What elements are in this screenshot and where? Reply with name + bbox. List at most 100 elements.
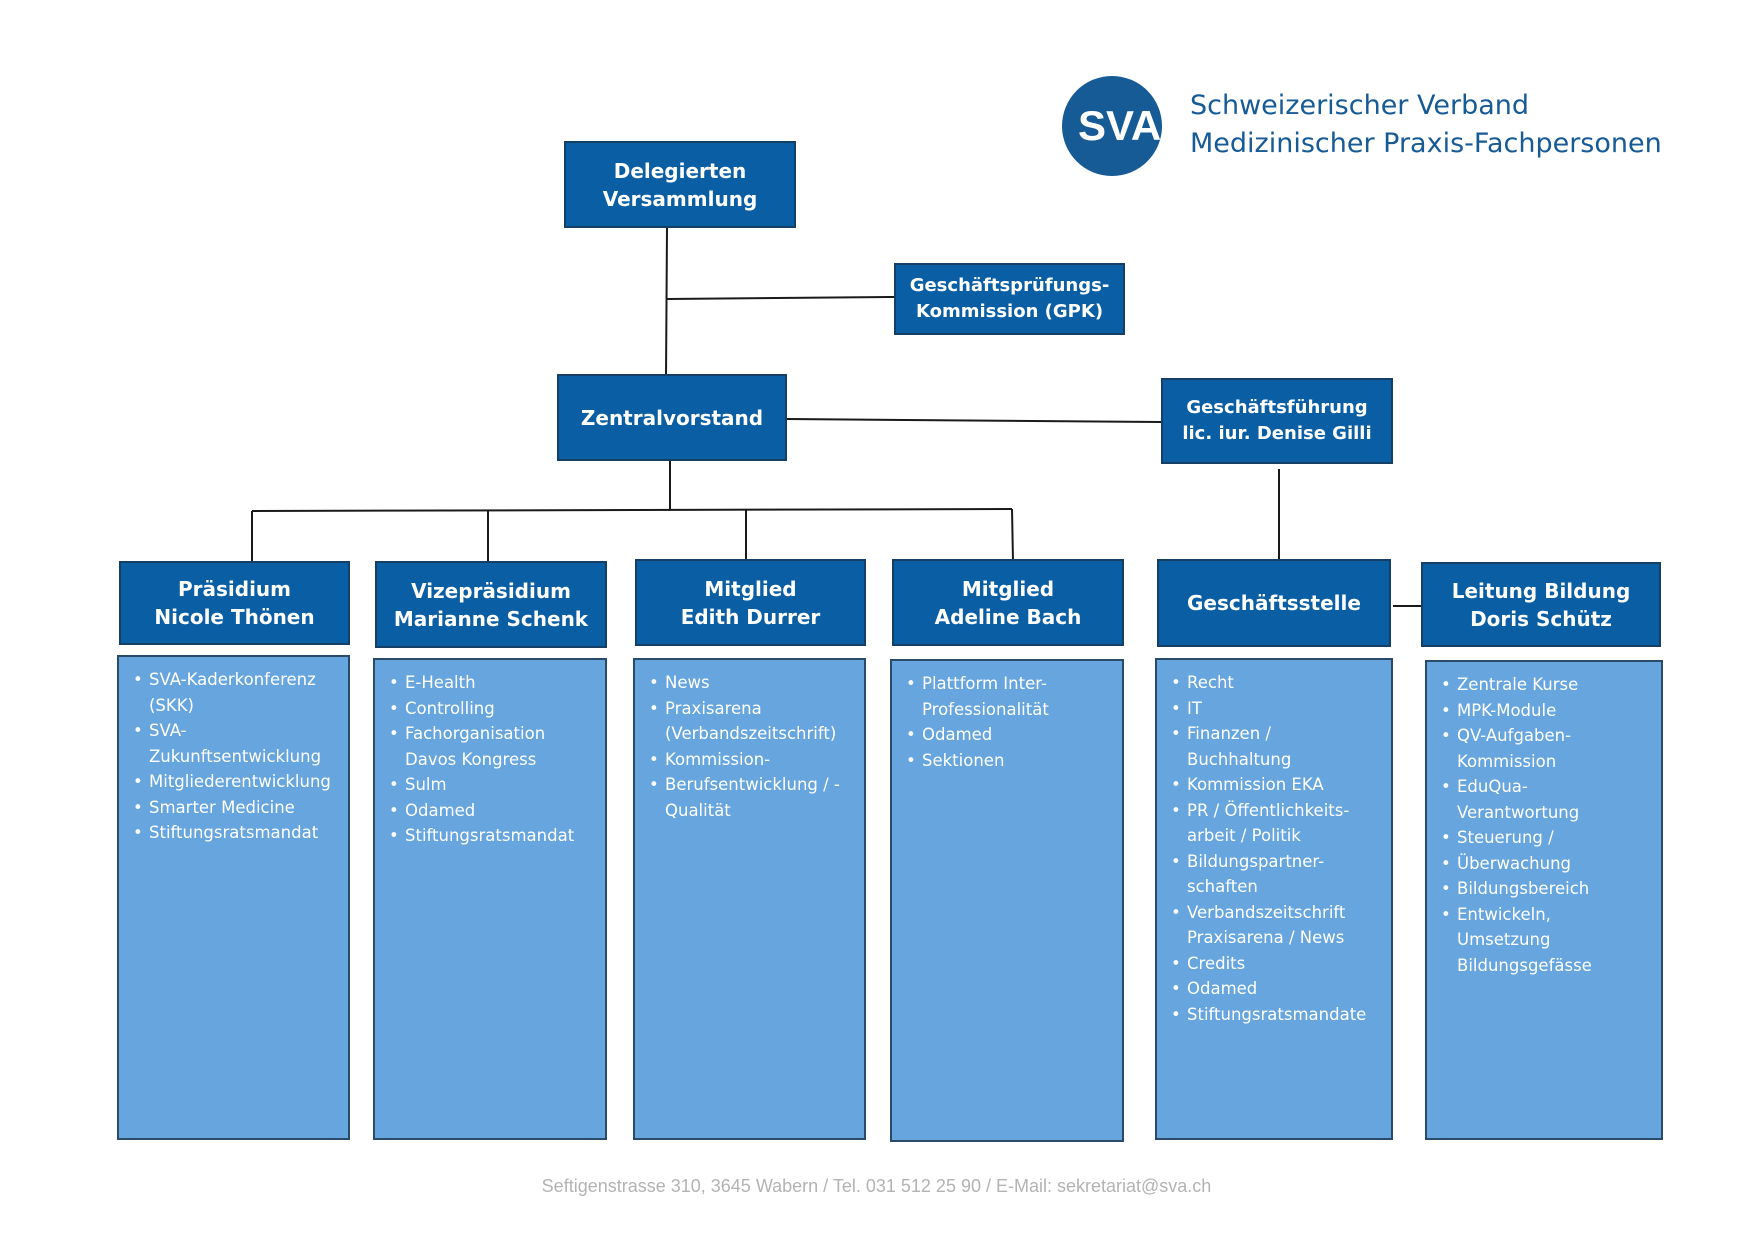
list-item-line: Buchhaltung	[1187, 749, 1292, 769]
list-item-line: Davos Kongress	[405, 749, 537, 769]
list-item-line: schaften	[1187, 877, 1258, 896]
node-praesidium: Präsidium Nicole Thönen	[119, 561, 350, 645]
list-item: Recht	[1171, 670, 1385, 696]
list-item-line: Verbandszeitschrift	[1187, 902, 1346, 922]
list-item: Berufsentwicklung / -Qualität	[649, 772, 858, 823]
list-item-line: Qualität	[665, 800, 731, 820]
list-item-line: Credits	[1187, 953, 1246, 973]
list-item: Controlling	[389, 696, 599, 722]
list-item-line: Stiftungsratsmandat	[405, 826, 575, 845]
list-item: Stiftungsratsmandat	[133, 820, 342, 846]
list-item-line: Odamed	[405, 800, 476, 820]
list-item: News	[649, 670, 858, 696]
list-item-line: E-Health	[405, 673, 476, 692]
list-item: Praxisarena (Verbandszeitschrift)	[649, 696, 858, 747]
list-item-line: Controlling	[405, 698, 495, 718]
list-item: Finanzen / Buchhaltung	[1171, 721, 1385, 772]
list-item-line: Stiftungsratsmandat	[149, 823, 319, 842]
node-mitglied-adeline-bach: Mitglied Adeline Bach	[892, 559, 1124, 646]
list-item: Sulm	[389, 772, 599, 798]
list-item-line: MPK-Module	[1457, 700, 1557, 720]
node-line: Edith Durrer	[680, 604, 821, 629]
list-item-line: Bildungsbereich	[1457, 879, 1590, 898]
node-mitglied-edith-durrer: Mitglied Edith Durrer	[635, 559, 866, 646]
node-line: Doris Schütz	[1470, 606, 1612, 631]
list-item: MPK-Module	[1441, 698, 1655, 724]
list-item-line: Plattform Inter-	[922, 674, 1047, 693]
node-line: Geschäftsprüfungs-	[909, 275, 1110, 296]
list-item: E-Health	[389, 670, 599, 696]
list-item-line: Odamed	[922, 725, 993, 744]
list-item: PR / Öffentlichkeits-arbeit / Politik	[1171, 798, 1385, 849]
list-item-line: SVA-Kaderkonferenz	[149, 670, 316, 689]
list-item: Smarter Medicine	[133, 795, 342, 821]
list-item-line: Bildungspartner-	[1187, 851, 1325, 871]
node-leitung-bildung: Leitung Bildung Doris Schütz	[1421, 562, 1661, 647]
task-list: E-Health Controlling FachorganisationDav…	[389, 670, 599, 849]
node-line: Präsidium	[177, 577, 292, 601]
list-item-line: Bildungsgefässe	[1457, 955, 1592, 975]
panel-praesidium: SVA-Kaderkonferenz(SKK) SVA-Zukunftsentw…	[117, 655, 350, 1140]
node-delegierten-versammlung: Delegierten Versammlung	[564, 141, 796, 228]
list-item: Mitgliederentwicklung	[133, 769, 342, 795]
list-item: Zentrale Kurse	[1441, 672, 1655, 698]
task-list: Zentrale Kurse MPK-Module QV-Aufgaben-Ko…	[1441, 672, 1655, 978]
list-item-line: Zukunftsentwicklung	[149, 746, 322, 766]
sva-logo-icon: SVA	[1062, 76, 1162, 176]
list-item-line: Mitgliederentwicklung	[149, 772, 331, 791]
list-item-line: (Verbandszeitschrift)	[665, 724, 837, 743]
list-item: SVA- Zukunftsentwicklung	[133, 718, 342, 769]
list-item-line: Stiftungsratsmandate	[1187, 1004, 1367, 1024]
list-item-line: Praxisarena / News	[1187, 928, 1345, 947]
list-item-line: Finanzen /	[1187, 724, 1271, 743]
node-geschaeftsstelle: Geschäftsstelle	[1157, 559, 1391, 647]
list-item: Plattform Inter- Professionalität	[906, 671, 1116, 722]
node-line: Adeline Bach	[934, 604, 1082, 629]
task-list: Recht IT Finanzen /Buchhaltung Kommissio…	[1171, 670, 1385, 1027]
connector-delegierten-zentralvorstand	[665, 227, 668, 379]
list-item-line: Sulm	[405, 775, 447, 794]
list-item-line: Kommission EKA	[1187, 775, 1324, 794]
node-line: Delegierten	[613, 158, 747, 183]
list-item: Kommission EKA	[1171, 772, 1385, 798]
list-item-line: arbeit / Politik	[1187, 826, 1301, 845]
node-line: Marianne Schenk	[393, 606, 589, 631]
list-item: Credits	[1171, 951, 1385, 977]
footer-contact: Seftigenstrasse 310, 3645 Wabern / Tel. …	[541, 1176, 1212, 1196]
node-line: Mitglied	[704, 576, 797, 601]
list-item-line: SVA-	[149, 721, 187, 740]
connector-mitglied-bach	[1011, 508, 1014, 562]
list-item: Stiftungsratsmandate	[1171, 1002, 1385, 1028]
list-item-line: Entwickeln,	[1457, 904, 1551, 924]
panel-geschaeftsstelle: Recht IT Finanzen /Buchhaltung Kommissio…	[1155, 658, 1393, 1140]
list-item-line: Verantwortung	[1457, 802, 1580, 822]
list-item: Bildungspartner-schaften	[1171, 849, 1385, 900]
connector-gpk	[666, 296, 895, 300]
list-item: EduQua-Verantwortung	[1441, 774, 1655, 825]
brand-name-line1: Schweizerischer Verband	[1190, 90, 1530, 121]
task-list: SVA-Kaderkonferenz(SKK) SVA-Zukunftsentw…	[133, 667, 342, 846]
task-list: News Praxisarena(Verbandszeitschrift) Ko…	[649, 670, 858, 823]
node-line: Geschäftsführung	[1186, 397, 1368, 418]
list-item-line: Recht	[1187, 673, 1234, 692]
connector-horizontal-bus	[251, 508, 1013, 512]
node-geschaeftsfuehrung: Geschäftsführung lic. iur. Denise Gilli	[1161, 378, 1393, 464]
node-line: Vizepräsidium	[411, 578, 571, 603]
list-item-line: Steuerung /	[1457, 828, 1554, 847]
list-item: Überwachung	[1441, 851, 1655, 877]
logo-text: SVA	[1078, 102, 1161, 149]
list-item-line: Professionalität	[922, 699, 1049, 719]
node-line: lic. iur. Denise Gilli	[1182, 423, 1372, 444]
node-line: Mitglied	[961, 576, 1055, 601]
brand-name-line2: Medizinischer Praxis-Fachpersonen	[1190, 128, 1662, 159]
list-item: QV-Aufgaben-Kommission	[1441, 723, 1655, 774]
connector-zentralvorstand-geschaeftsfuehrung	[786, 418, 1164, 423]
list-item-line: Praxisarena	[665, 698, 762, 718]
node-line: Geschäftsstelle	[1187, 591, 1361, 615]
panel-mitglied-adeline-bach: Plattform Inter-Professionalität Odamed …	[890, 659, 1124, 1142]
list-item: Odamed	[906, 722, 1116, 748]
